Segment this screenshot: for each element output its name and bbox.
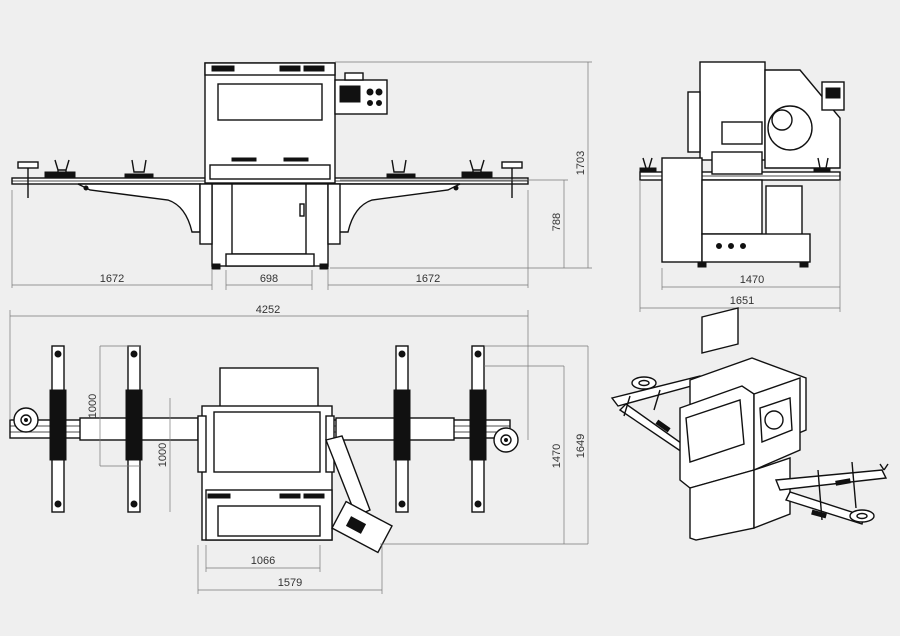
dim-front-center-width: 698 xyxy=(260,273,278,285)
dim-front-table-height: 788 xyxy=(551,213,563,231)
dim-top-body-width: 1066 xyxy=(251,555,275,567)
dim-side-outer-width: 1651 xyxy=(730,295,754,307)
side-view: 1470 1651 xyxy=(639,61,845,312)
dim-top-arm-span-b: 1000 xyxy=(157,443,169,467)
dim-top-depth-inner: 1470 xyxy=(551,444,563,468)
dim-top-total-width: 4252 xyxy=(256,304,280,316)
dim-front-right-width: 1672 xyxy=(416,273,440,285)
dim-front-left-width: 1672 xyxy=(100,273,124,285)
dim-top-body-width-outer: 1579 xyxy=(278,577,302,589)
dim-top-arm-span-a: 1000 xyxy=(87,394,99,418)
isometric-view xyxy=(610,307,889,541)
dim-top-depth-outer: 1649 xyxy=(575,434,587,458)
top-view: 4252 1000 1000 1470 1649 1066 1579 xyxy=(9,304,589,594)
front-view: 1672 698 1672 1703 788 xyxy=(11,61,592,290)
dim-front-total-height: 1703 xyxy=(575,151,587,175)
dim-side-inner-width: 1470 xyxy=(740,274,764,286)
